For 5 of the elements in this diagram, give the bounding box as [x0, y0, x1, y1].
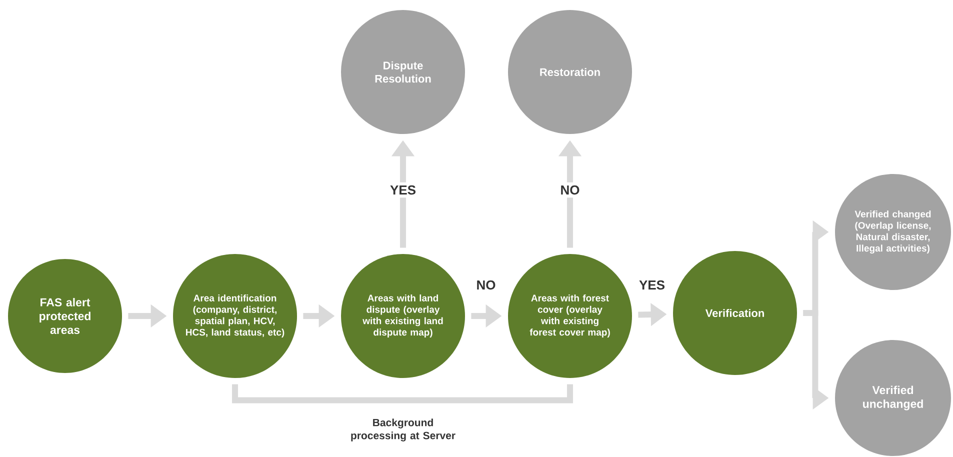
- edge-label: NO: [473, 277, 499, 293]
- edge-label: YES: [387, 182, 419, 198]
- edge-label: YES: [636, 277, 668, 293]
- edge-label: NO: [557, 182, 583, 198]
- edge-label: Background processing at Server: [351, 418, 456, 442]
